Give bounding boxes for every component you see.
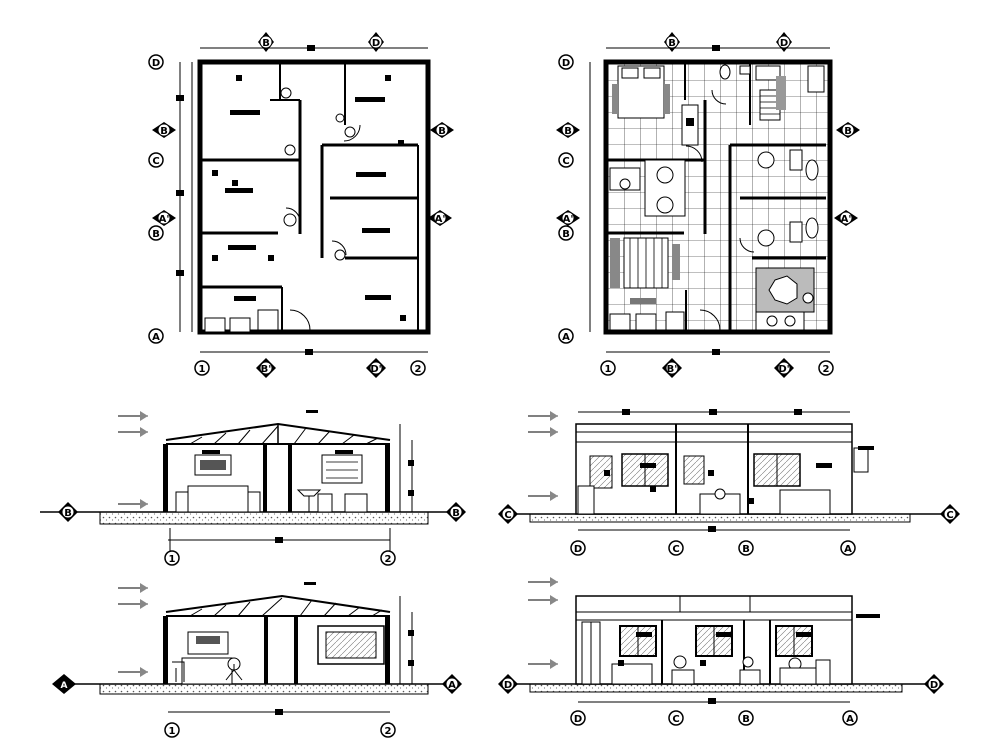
section-a-a-tags: A A 1 2 xyxy=(52,674,462,738)
plan1-top-tag: D xyxy=(372,38,380,49)
section-tag-right: B xyxy=(452,508,460,519)
plan1-col-label: B' xyxy=(261,364,272,375)
elevation-axis-label: C xyxy=(672,714,679,725)
plan2-top-tag: B xyxy=(668,38,676,49)
plan2-col-label: B' xyxy=(667,364,678,375)
elevation-axis-label: A xyxy=(844,544,852,555)
section-b-b xyxy=(40,410,460,552)
plan1-row-label: A xyxy=(152,332,160,343)
section-axis-label: 2 xyxy=(385,554,392,565)
section-tag-left: A xyxy=(61,681,68,691)
plan2-col-label: 1 xyxy=(605,364,612,375)
section-axis-label: 1 xyxy=(169,554,176,565)
plan1-axis-tags: D C B A B A' B A' B D 1 B' D' 2 xyxy=(148,32,454,378)
elevation-d-d xyxy=(510,577,930,704)
plan1-row-label: D xyxy=(152,58,160,69)
plan2-axis-tags: D C B A B A' B A' B D 1 B' D' 2 xyxy=(556,32,860,378)
plan1-col-label: 2 xyxy=(415,364,422,375)
floor-plan-labels xyxy=(176,45,431,355)
elevation-axis-label: B xyxy=(742,544,750,555)
plan2-row-label: C xyxy=(562,156,569,167)
elevation-tag-right: D xyxy=(930,680,938,691)
elevation-tag-left: C xyxy=(504,510,511,521)
section-axis-label: 2 xyxy=(385,726,392,737)
section-tag-left: B xyxy=(64,508,72,519)
plan1-row-label: C xyxy=(152,156,159,167)
plan2-section-tag: B xyxy=(844,126,852,137)
plan2-col-label: 2 xyxy=(823,364,830,375)
plan1-section-tag: A' xyxy=(435,214,446,225)
elevation-d-d-tags: D D D C B A xyxy=(498,674,944,726)
elevation-axis-label: D xyxy=(574,544,582,555)
elevation-tag-right: C xyxy=(946,510,953,521)
plan1-top-tag: B xyxy=(262,38,270,49)
plan1-section-tag: B xyxy=(438,126,446,137)
section-axis-label: 1 xyxy=(169,726,176,737)
elevation-axis-label: C xyxy=(672,544,679,555)
plan2-section-tag: A' xyxy=(563,214,574,225)
plan1-section-tag: A' xyxy=(159,214,170,225)
plan1-col-label: D' xyxy=(370,364,381,375)
elevation-c-c xyxy=(510,409,950,532)
plan1-col-label: 1 xyxy=(199,364,206,375)
plan2-section-tag: B xyxy=(564,126,572,137)
elevation-axis-label: A xyxy=(846,714,854,725)
elevation-axis-label: B xyxy=(742,714,750,725)
elevation-c-c-tags: C C D C B A xyxy=(498,504,960,556)
section-b-b-tags: B B 1 2 xyxy=(58,502,466,566)
section-a-a xyxy=(60,582,450,715)
plan2-row-label: B xyxy=(562,229,570,240)
plan2-row-label: A xyxy=(562,332,570,343)
section-tag-right: A xyxy=(448,680,456,691)
furnished-floor-plan xyxy=(589,45,833,355)
plan2-row-label: D xyxy=(562,58,570,69)
elevation-axis-label: D xyxy=(574,714,582,725)
plan1-row-label: B xyxy=(152,229,160,240)
plan2-top-tag: D xyxy=(780,38,788,49)
plan1-section-tag: B xyxy=(160,126,168,137)
plan2-section-tag: A' xyxy=(841,214,852,225)
plan2-col-label: D' xyxy=(778,364,789,375)
elevation-tag-left: D xyxy=(504,680,512,691)
